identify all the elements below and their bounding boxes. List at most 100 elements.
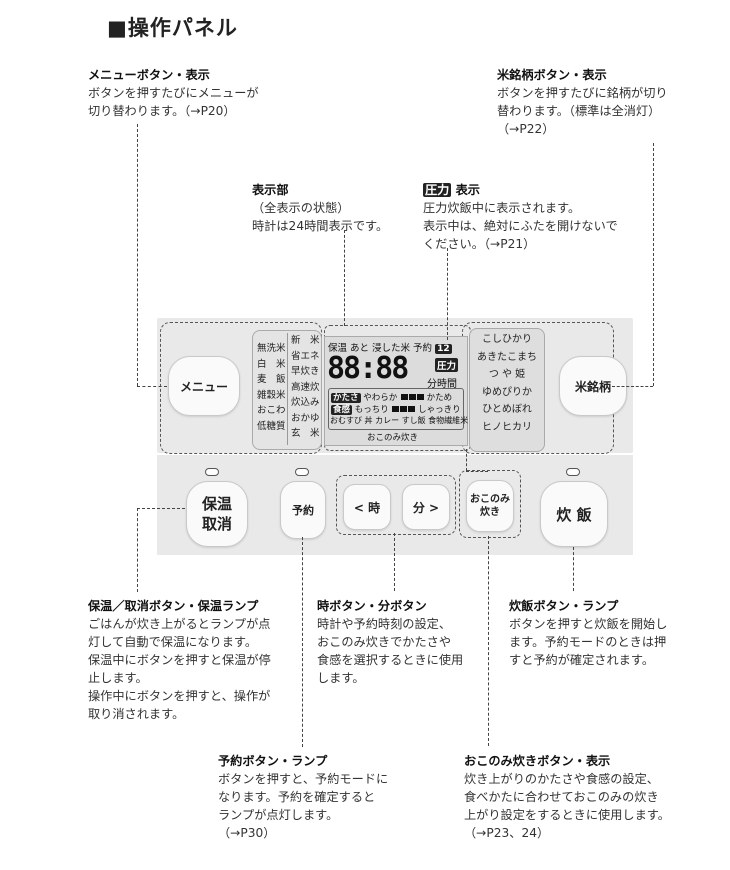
cook-button[interactable]: 炊 飯 [540,481,608,547]
callout-timer-line: ボタンを押すと、予約モードに [218,772,389,786]
leader-line-okonomi [488,536,489,746]
menu-item: 白 米 [257,358,286,370]
callout-cook-line: すと予約が確定されます。 [509,653,655,667]
lcd-digits: 88:88 [327,351,409,386]
lcd-pressure-indicator: 圧力 [435,358,459,372]
callout-timer-title: 予約ボタン・ランプ [218,754,328,768]
leader-line-keepwarm [137,508,138,592]
rice-brand-button-label: 米銘柄 [574,379,611,394]
callout-brand-line: （→P22） [497,122,555,136]
menu-divider [287,333,288,445]
menu-item: おこわ [257,405,286,416]
callout-cook-line: ます。予約モードのときは押 [509,635,667,649]
lcd-display: 保温 あと 浸した米 予約 12 88:88 圧力 分時間 かたさ やわらか か… [324,336,468,446]
callout-keepwarm-line: 操作中にボタンを押すと、操作が [88,689,271,703]
cook-button-label: 炊 飯 [556,505,592,524]
callout-brand: 米銘柄ボタン・表示 ボタンを押すたびに銘柄が切り 替わります。（標準は全消灯） … [497,66,668,138]
callout-time-line: 食感を選択するときに使用 [317,653,464,667]
leader-line-menu [137,386,167,387]
page-title: ■操作パネル [107,16,238,40]
leader-line-menu [137,124,138,386]
callout-menu-title: メニューボタン・表示 [88,68,210,82]
callout-display-title: 表示部 [252,183,289,197]
timer-lamp [295,468,309,476]
leader-line-cook [573,547,574,591]
hour-button[interactable]: < 時 [343,484,391,530]
callout-pressure-title: 圧力 表示 [423,181,618,199]
callout-okonomi-line: 上がり設定をするときに使用します。 [464,808,670,822]
callout-okonomi-line: （→P23、24） [464,826,550,840]
callout-time-line: おこのみ炊きでかたさや [317,635,452,649]
callout-menu-line: 切り替わります。（→P20） [88,104,236,118]
callout-brand-title: 米銘柄ボタン・表示 [497,68,607,82]
callout-keepwarm-line: ごはんが炊き上がるとランプが点 [88,617,271,631]
menu-item: 新 米 [291,335,320,346]
callout-pressure-line: 圧力炊飯中に表示されます。 [423,201,581,215]
callout-cook: 炊飯ボタン・ランプ ボタンを押すと炊飯を開始し ます。予約モードのときは押 すと… [509,597,667,669]
lcd-timer-numbers: 12 [435,344,452,354]
callout-keepwarm-line: 灯して自動で保温になります。 [88,635,258,649]
timer-button[interactable]: 予約 [280,481,326,539]
okonomi-button-label-2: 炊き [480,507,500,518]
menu-item: 低糖質 [257,420,286,432]
minute-button-label: 分 > [412,500,440,515]
lcd-soft: やわらか [363,393,398,403]
callout-okonomi: おこのみ炊きボタン・表示 炊き上がりのかたさや食感の設定、 食べかたに合わせてお… [464,752,670,842]
callout-keepwarm-line: 保温中にボタンを押すと保温が停 [88,653,271,667]
okonomi-button[interactable]: おこのみ 炊き [466,480,514,532]
menu-item: おかゆ [291,412,320,424]
callout-cook-line: ボタンを押すと炊飯を開始し [509,617,668,631]
time-buttons-outline [336,475,456,535]
callout-timer: 予約ボタン・ランプ ボタンを押すと、予約モードに なります。予約を確定すると ラ… [218,752,388,842]
callout-timer-line: なります。予約を確定すると [218,790,376,804]
callout-okonomi-line: 食べかたに合わせておこのみの炊き [464,790,659,804]
lcd-okonomi-box [328,388,464,430]
lcd-hardness-tag: かたさ [331,393,361,403]
menu-item: 麦 飯 [257,374,286,385]
lcd-hardness-row: かたさ やわらか かため [331,391,452,403]
lcd-texture-row: 食感 もっちり しゃっきり [331,403,461,415]
lcd-top-row-text: 保温 あと 浸した米 予約 [328,343,433,354]
lcd-crisp: しゃっきり [418,405,461,415]
keepwarm-lamp [205,468,219,476]
callout-cook-title: 炊飯ボタン・ランプ [509,599,619,613]
lcd-top-row: 保温 あと 浸した米 予約 12 [328,340,452,354]
lcd-time-unit: 分時間 [427,379,457,390]
cook-lamp [566,468,580,476]
callout-pressure: 圧力 表示 圧力炊飯中に表示されます。 表示中は、絶対にふたを開けないで くださ… [423,181,618,253]
menu-item: 早炊き [291,366,320,377]
lcd-hard: かため [426,393,453,403]
leader-line-display [344,230,345,326]
callout-display-line: 時計は24時間表示です。 [252,219,389,233]
callout-pressure-line: 表示中は、絶対にふたを開けないで [423,219,618,233]
callout-time-title: 時ボタン・分ボタン [317,599,427,613]
callout-menu-line: ボタンを押すたびにメニューが [88,86,259,100]
menu-item: 省エネ [291,350,320,362]
rice-brand-item: ゆめぴりか [482,386,532,398]
leader-line-keepwarm [137,508,185,509]
keepwarm-cancel-button[interactable]: 保温 取消 [186,481,248,547]
menu-list-left: 無洗米 白 米 麦 飯 雑穀米 おこわ 低糖質 [257,341,286,434]
menu-item: 玄 米 [291,428,320,439]
okonomi-button-outline [459,470,521,538]
timer-button-label: 予約 [292,504,314,517]
callout-brand-line: 替わります。（標準は全消灯） [497,104,661,118]
minute-button[interactable]: 分 > [402,484,450,530]
menu-button[interactable]: メニュー [168,356,240,416]
leader-line-okonomi-lcd [466,471,488,472]
callout-keepwarm-title: 保温／取消ボタン・保温ランプ [88,599,259,613]
menu-item: 炊込み [291,397,320,408]
rice-brand-button[interactable]: 米銘柄 [559,356,627,416]
hour-button-label: < 時 [353,500,381,515]
menu-button-label: メニュー [179,379,228,394]
callout-time-buttons: 時ボタン・分ボタン 時計や予約時刻の設定、 おこのみ炊きでかたさや 食感を選択す… [317,597,463,687]
callout-pressure-line: ください。（→P21） [423,237,536,251]
callout-time-line: 時計や予約時刻の設定、 [317,617,452,631]
callout-keepwarm: 保温／取消ボタン・保温ランプ ごはんが炊き上がるとランプが点 灯して自動で保温に… [88,597,271,723]
callout-display-line: （全表示の状態） [252,201,350,215]
menu-list-right: 新 米 省エネ 早炊き 高速炊 炊込み おかゆ 玄 米 [291,333,320,442]
pressure-badge: 圧力 [423,183,452,197]
menu-list: 無洗米 白 米 麦 飯 雑穀米 おこわ 低糖質 新 米 省エネ 早炊き 高速炊 … [252,330,322,450]
menu-item: 高速炊 [291,381,320,393]
keepwarm-label: 保温 [201,495,232,513]
